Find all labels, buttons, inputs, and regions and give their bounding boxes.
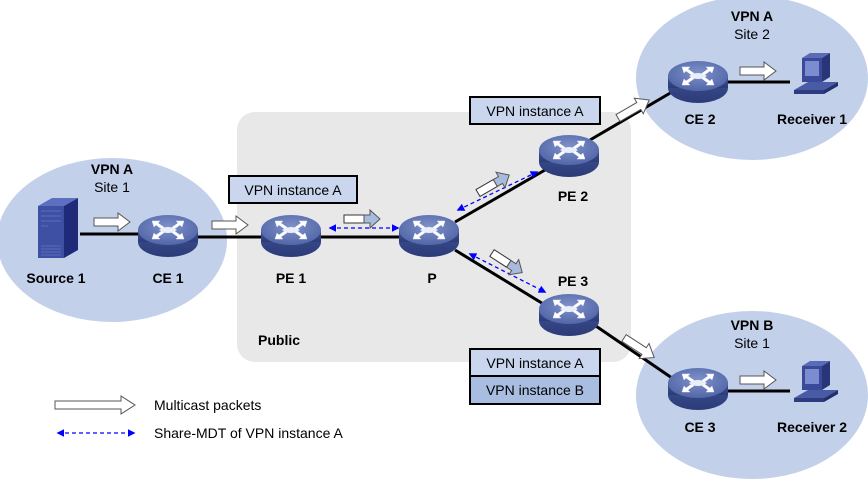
instance-label: VPN instance A: [486, 355, 584, 371]
site-vpn-b-site-1: [636, 311, 868, 479]
legend: Multicast packets Share-MDT of VPN insta…: [54, 395, 343, 441]
link-pe3-ce3: [589, 320, 673, 380]
pe2-instance-box: VPN instance A: [469, 96, 601, 125]
site-vpn-label: VPN A: [91, 161, 133, 177]
site-vpn-label: VPN B: [731, 317, 774, 333]
site-vpn-label: VPN A: [731, 8, 773, 24]
device-label-pe2: PE 2: [558, 188, 589, 204]
pe2-router-icon[interactable]: [538, 134, 600, 178]
source1-server-icon[interactable]: [37, 197, 79, 259]
share-mdt-p-pe2: [456, 171, 539, 211]
site-label: Site 2: [734, 26, 770, 42]
ce2-router-icon[interactable]: [667, 60, 729, 104]
instance-label: VPN instance A: [486, 103, 584, 119]
link-pe2-ce2: [589, 90, 673, 142]
site-label: Site 1: [734, 335, 770, 351]
device-label-p: P: [427, 270, 436, 286]
device-label-source1: Source 1: [26, 270, 85, 286]
ce1-router-icon[interactable]: [137, 214, 199, 258]
instance-label: VPN instance B: [486, 382, 584, 398]
device-label-pe3: PE 3: [558, 273, 589, 289]
legend-multicast-label: Multicast packets: [154, 397, 261, 413]
ce3-router-icon[interactable]: [667, 367, 729, 411]
device-label-pe1: PE 1: [276, 270, 307, 286]
device-label-ce1: CE 1: [152, 270, 183, 286]
site-label: Site 1: [94, 179, 130, 195]
device-label-ce3: CE 3: [684, 419, 715, 435]
pe1-instance-box: VPN instance A: [228, 175, 358, 204]
device-label-receiver2: Receiver 2: [777, 419, 847, 435]
pe3-instance-box: VPN instance A VPN instance B: [469, 348, 601, 405]
legend-multicast-arrow-icon: [54, 395, 136, 415]
pe1-router-icon[interactable]: [260, 214, 322, 258]
device-label-receiver1: Receiver 1: [777, 111, 847, 127]
device-label-ce2: CE 2: [684, 111, 715, 127]
p-router-icon[interactable]: [398, 214, 460, 258]
legend-share-mdt-label: Share-MDT of VPN instance A: [154, 425, 343, 441]
instance-label: VPN instance A: [244, 182, 342, 198]
public-label: Public: [258, 332, 300, 348]
share-mdt-p-pe3: [468, 253, 547, 293]
site-vpn-a-site-2: [636, 0, 868, 160]
pe3-router-icon[interactable]: [538, 293, 600, 337]
